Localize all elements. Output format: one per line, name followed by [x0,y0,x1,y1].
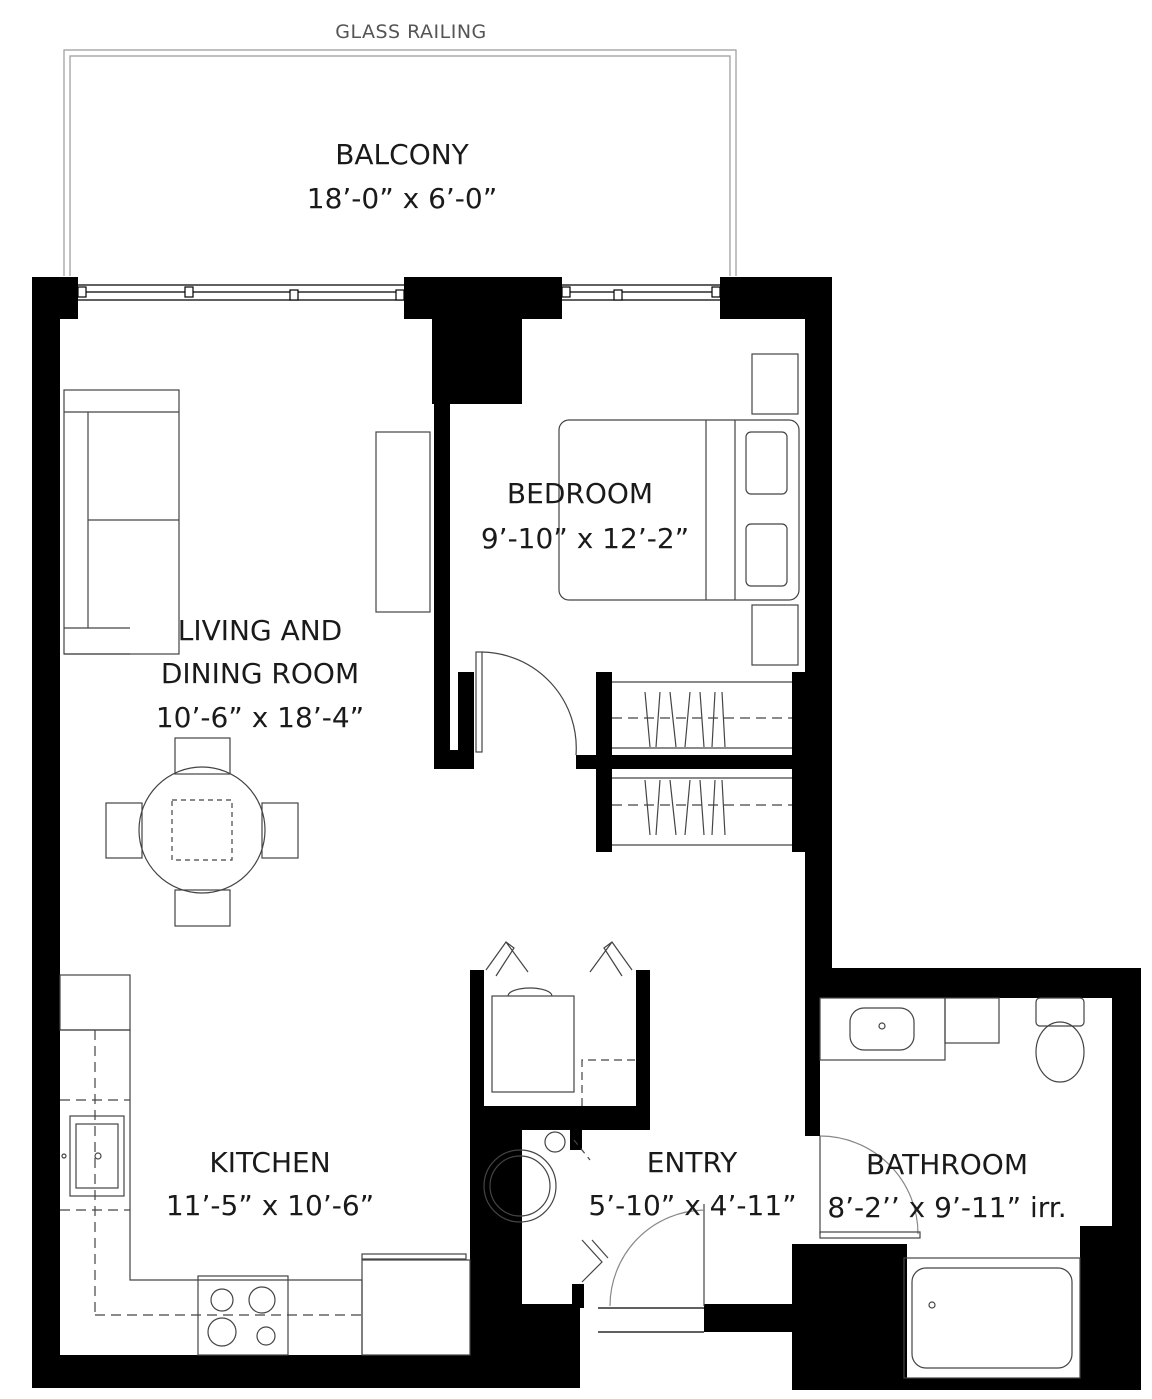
entry-name: ENTRY [646,1146,738,1179]
furniture [59,353,1085,1379]
bathroom-dims: 8’-2’’ x 9’-11” irr. [827,1191,1067,1224]
walls [32,277,1141,1390]
living-name-line1: LIVING AND [177,614,343,647]
kitchen-dims: 11’-5” x 10’-6” [165,1189,375,1222]
windows [77,284,721,1333]
bedroom-name: BEDROOM [506,477,654,510]
entry-dims: 5’-10” x 4’-11” [588,1189,797,1222]
glass-railing [63,49,737,276]
kitchen-name: KITCHEN [209,1146,331,1179]
bedroom-dims: 9’-10” x 12’-2” [480,522,690,555]
living-dims: 10’-6” x 18’-4” [155,701,365,734]
bathroom-name: BATHROOM [865,1148,1029,1181]
balcony-dims: 18’-0” x 6’-0” [306,182,498,215]
glass-railing-label: GLASS RAILING [335,21,487,43]
balcony-name: BALCONY [335,138,469,171]
living-name-line2: DINING ROOM [160,657,360,690]
